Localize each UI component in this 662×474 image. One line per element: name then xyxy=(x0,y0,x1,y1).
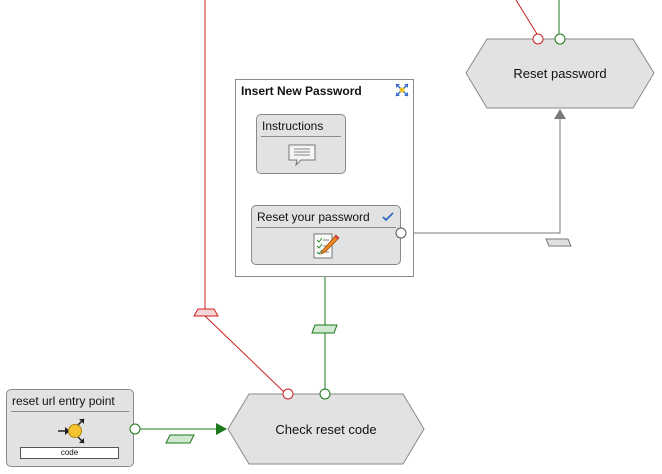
reset-form-label: Reset your password xyxy=(257,210,370,224)
form-submit-connector[interactable] xyxy=(406,109,572,247)
divider xyxy=(256,227,396,228)
reset-your-password-card[interactable]: Reset your password xyxy=(251,205,401,265)
reset-url-entry-point[interactable]: reset url entry point code xyxy=(6,389,134,467)
arrow-up-icon xyxy=(554,109,566,119)
insert-new-password-panel[interactable]: Insert New Password Instructions Reset y… xyxy=(235,79,414,277)
reset-password-node[interactable] xyxy=(465,38,655,109)
form-edit-icon xyxy=(313,233,340,259)
form-output-port[interactable] xyxy=(395,227,407,239)
check-reset-code-label: Check reset code xyxy=(275,421,377,437)
success-connector[interactable] xyxy=(311,265,338,392)
panel-title: Insert New Password xyxy=(241,84,362,98)
check-reset-code-node[interactable] xyxy=(227,393,425,465)
instructions-label: Instructions xyxy=(262,119,324,133)
divider xyxy=(11,411,129,412)
entry-output-port[interactable] xyxy=(129,423,141,435)
code-field: code xyxy=(20,447,119,459)
expand-icon[interactable] xyxy=(395,83,409,97)
error-marker xyxy=(193,308,219,317)
data-marker-gray xyxy=(545,238,572,247)
reset-password-inputs[interactable] xyxy=(515,0,560,35)
divider xyxy=(261,136,341,137)
instructions-card[interactable]: Instructions xyxy=(256,114,346,174)
check-code-success-port[interactable] xyxy=(319,388,331,400)
reset-password-label: Reset password xyxy=(513,66,607,81)
arrow-right-icon xyxy=(216,423,227,435)
entry-point-title: reset url entry point xyxy=(12,394,115,408)
entry-point-icon xyxy=(58,418,85,444)
check-code-error-port[interactable] xyxy=(282,388,294,400)
entry-connector[interactable] xyxy=(140,423,227,444)
error-connector[interactable] xyxy=(193,0,285,393)
data-marker-green xyxy=(165,434,195,444)
reset-password-success-port[interactable] xyxy=(554,33,566,45)
speech-bubble-icon xyxy=(288,144,316,167)
data-marker-green xyxy=(311,324,338,334)
reset-password-error-port[interactable] xyxy=(532,33,544,45)
check-icon xyxy=(382,212,394,222)
